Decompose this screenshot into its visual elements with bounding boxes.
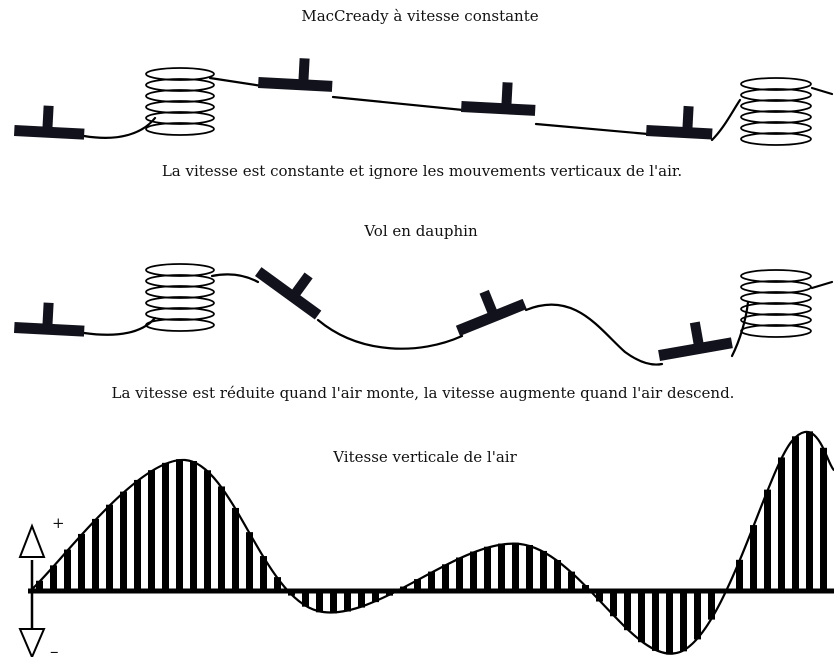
rising-air-stripe — [764, 489, 771, 591]
rising-air-stripe — [540, 550, 547, 591]
rising-air-stripe — [414, 579, 421, 591]
rising-air-stripe — [442, 564, 449, 591]
sinking-air-stripe — [680, 591, 687, 652]
panel3-title: Vitesse verticale de l'air — [332, 448, 517, 466]
rising-air-stripe — [190, 460, 197, 591]
rising-air-stripe — [428, 571, 435, 591]
rising-air-stripe — [498, 543, 505, 591]
rising-air-stripe — [246, 532, 253, 591]
rising-air-stripe — [134, 479, 141, 591]
sinking-air-stripe — [316, 591, 323, 613]
sinking-air-stripe — [330, 591, 337, 614]
sinking-air-stripe — [708, 591, 715, 620]
rising-air-stripe — [92, 518, 99, 591]
rising-air-stripe — [484, 546, 491, 591]
panel-constant-speed: MacCready à vitesse constante La v — [14, 7, 834, 180]
glider-icon — [646, 105, 713, 140]
rising-air-stripe — [64, 549, 71, 591]
glider-icon — [14, 105, 85, 140]
sinking-air-stripe — [344, 591, 351, 612]
rising-air-stripe — [820, 447, 827, 591]
rising-air-stripe — [162, 462, 169, 591]
glider-icon — [455, 289, 527, 336]
rising-air-stripe — [36, 580, 43, 591]
glider-icon — [258, 58, 333, 92]
rising-air-stripe — [148, 470, 155, 591]
sinking-air-stripes — [288, 591, 729, 655]
rising-air-stripe — [106, 504, 113, 591]
panel2-caption: La vitesse est réduite quand l'air monte… — [112, 384, 735, 402]
rising-air-stripe — [260, 556, 267, 591]
up-arrow-icon — [18, 523, 46, 558]
rising-air-stripe — [50, 565, 57, 591]
rising-air-stripe — [806, 431, 813, 591]
rising-air-stripe — [218, 486, 225, 591]
rising-air-stripe — [204, 470, 211, 591]
rising-air-stripe — [274, 577, 281, 591]
rising-air-stripe — [792, 436, 799, 591]
sinking-air-stripe — [596, 591, 603, 602]
rising-air-stripe — [582, 585, 589, 591]
panel1-flight-path — [82, 76, 834, 142]
rising-air-stripes — [36, 431, 827, 591]
panel-dolphin-flight: Vol en dauphin La vitesse est rédu — [14, 222, 834, 402]
panel2-flight-path — [82, 273, 834, 366]
rising-air-stripe — [778, 457, 785, 591]
thermal-spiral-icon — [740, 77, 812, 146]
rising-air-stripe — [470, 551, 477, 591]
sinking-air-stripe — [358, 591, 365, 608]
sinking-air-stripe — [638, 591, 645, 643]
air-speed-curve — [28, 430, 834, 655]
rising-air-stripe — [512, 542, 519, 591]
rising-air-stripe — [120, 491, 127, 591]
panel1-title: MacCready à vitesse constante — [301, 7, 538, 25]
plus-sign: + — [52, 514, 65, 532]
minus-sign: – — [50, 642, 59, 657]
rising-air-stripe — [568, 571, 575, 591]
sinking-air-stripe — [610, 591, 617, 617]
glider-icon — [255, 267, 322, 320]
rising-air-stripe — [232, 507, 239, 591]
rising-air-stripe — [736, 559, 743, 591]
thermal-spiral-icon — [145, 67, 215, 136]
sinking-air-stripe — [624, 591, 631, 631]
panel1-caption: La vitesse est constante et ignore les m… — [162, 162, 682, 180]
rising-air-stripe — [526, 544, 533, 591]
glider-icon — [14, 302, 85, 337]
rising-air-stripe — [456, 557, 463, 591]
panel2-title: Vol en dauphin — [363, 222, 478, 240]
sinking-air-stripe — [372, 591, 379, 603]
rising-air-stripe — [750, 525, 757, 591]
rising-air-stripe — [554, 560, 561, 591]
sinking-air-stripe — [666, 591, 673, 655]
thermal-spiral-icon — [145, 263, 215, 332]
glider-icon — [461, 82, 536, 116]
sinking-air-stripe — [694, 591, 701, 640]
glider-icon — [658, 321, 733, 361]
rising-air-stripe — [78, 533, 85, 591]
rising-air-stripe — [176, 459, 183, 591]
panel-vertical-air-speed: Vitesse verticale de l'air + – — [18, 430, 834, 657]
down-arrow-icon — [18, 628, 46, 657]
sinking-air-stripe — [302, 591, 309, 607]
sinking-air-stripe — [652, 591, 659, 651]
thermal-spiral-icon — [740, 269, 812, 338]
